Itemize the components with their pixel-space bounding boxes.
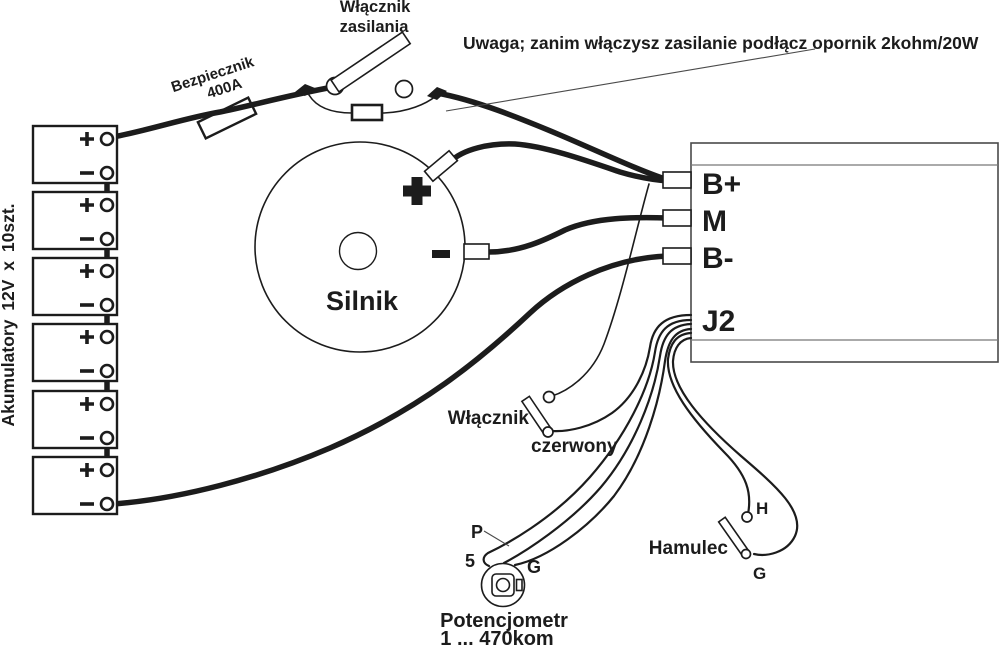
wire-brake-g [671,336,799,556]
wire-motor-minus-to-m [486,214,671,255]
brake-pin-g-label: G [753,564,766,583]
leader-pot-p [483,530,510,547]
battery-cell-6 [31,455,119,516]
potentiometer-label-line2: 1 ... 470kom [440,628,553,647]
battery-cell-2 [31,190,119,251]
terminal-bplus-label: B+ [702,168,741,201]
potentiometer [480,562,526,608]
key-switch-contact [542,390,556,404]
motor-shaft [338,231,378,271]
power-switch-contact [394,79,414,99]
wire-czerwony [550,313,693,433]
power-switch-label-line1: Włącznik [340,0,411,16]
battery-stack: Akumulatory 12V x 10szt. [0,124,119,516]
motor-plus-sign [403,177,431,205]
wire-battery-plus-to-switch [110,84,336,140]
battery-cell-5 [31,389,119,450]
pot-pin-p-label: P [471,522,483,542]
wire-battery-minus-to-bminus [110,253,671,507]
motor-minus-tab [463,243,490,260]
terminal-bminus-label: B- [702,242,734,275]
cable-lug-right [427,87,447,100]
battery-cell-3 [31,256,119,317]
wire-color-label: czerwony [531,436,618,457]
motor-plus-tab [423,149,459,183]
key-switch [520,390,556,438]
battery-cell-1 [31,124,119,185]
brake-label: Hamulec [649,538,729,559]
controller-terminals [662,171,692,265]
wire-brake-h [666,331,751,516]
wire-pot-p [502,322,693,565]
pot-pin-g-label: G [527,557,541,577]
warning-text: Uwaga; zanim włączysz zasilanie podłącz … [463,33,979,53]
battery-stack-label: Akumulatory 12V x 10szt. [0,203,18,426]
connector-j2-label: J2 [702,305,735,338]
wire-switch-to-bplus [434,90,671,183]
brake-pin-h-label: H [756,499,768,518]
battery-cell-4 [31,322,119,383]
terminal-m-label: M [702,205,727,238]
key-switch-pivot [542,426,554,438]
cable-lug-left [295,84,315,96]
resistor-body [350,103,384,122]
potentiometer-label-line1: Potencjometr [440,610,568,632]
wire-keyswitch-feed [551,183,650,397]
power-switch-label-line2: zasilania [340,18,410,36]
key-switch-label: Włącznik [448,408,530,429]
potentiometer-shaft [495,577,511,593]
motor-label: Silnik [326,286,399,316]
terminal-bplus [662,171,692,189]
motor: Silnik [254,141,490,353]
wire-pot-g [513,327,693,567]
brake-switch-contact [741,511,753,523]
terminal-m [662,209,692,227]
wire-pot-5 [482,318,693,568]
power-switch [325,30,414,99]
pot-pin-5-label: 5 [465,551,475,571]
leader-warning [445,48,816,112]
brake-switch-pivot [740,548,752,560]
wire-motor-plus-to-bplus [447,141,671,184]
power-switch-lever [329,30,412,93]
brake-switch [717,511,753,560]
controller-box [690,142,999,363]
terminal-bminus [662,247,692,265]
potentiometer-notch [515,578,523,592]
